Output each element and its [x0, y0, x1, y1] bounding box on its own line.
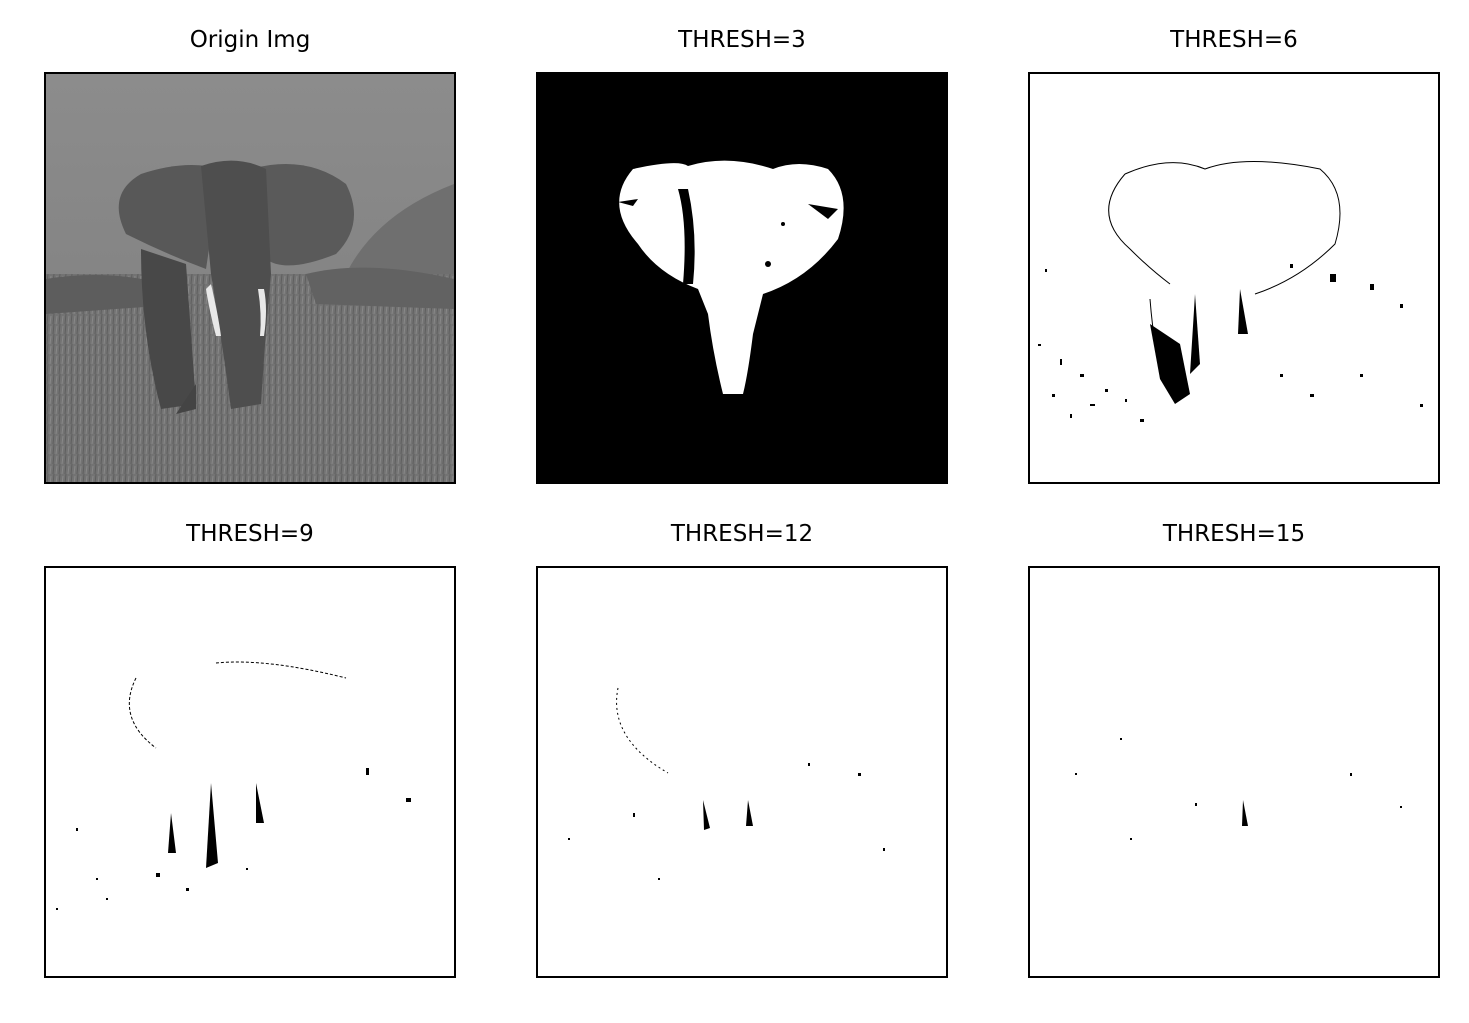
- panel-title-thresh-3: THRESH=3: [678, 27, 806, 53]
- origin-elephant-image: [46, 74, 454, 482]
- panel-title-origin: Origin Img: [189, 27, 311, 53]
- thresh-3-binary-image: [538, 74, 946, 482]
- thresh-12-image-panel: [536, 566, 948, 978]
- thresh-9-image-panel: [44, 566, 456, 978]
- panel-title-thresh-15: THRESH=15: [1162, 521, 1306, 547]
- thresh-12-binary-image: [538, 568, 946, 976]
- thresh-15-image-panel: [1028, 566, 1440, 978]
- thresh-3-image-panel: [536, 72, 948, 484]
- panel-title-thresh-12: THRESH=12: [670, 521, 814, 547]
- thresh-15-binary-image: [1030, 568, 1438, 976]
- thresh-9-binary-image: [46, 568, 454, 976]
- panel-title-thresh-9: THRESH=9: [186, 521, 314, 547]
- thresh-6-image-panel: [1028, 72, 1440, 484]
- thresh-6-binary-image: [1030, 74, 1438, 482]
- panel-title-thresh-6: THRESH=6: [1170, 27, 1298, 53]
- origin-image-panel: [44, 72, 456, 484]
